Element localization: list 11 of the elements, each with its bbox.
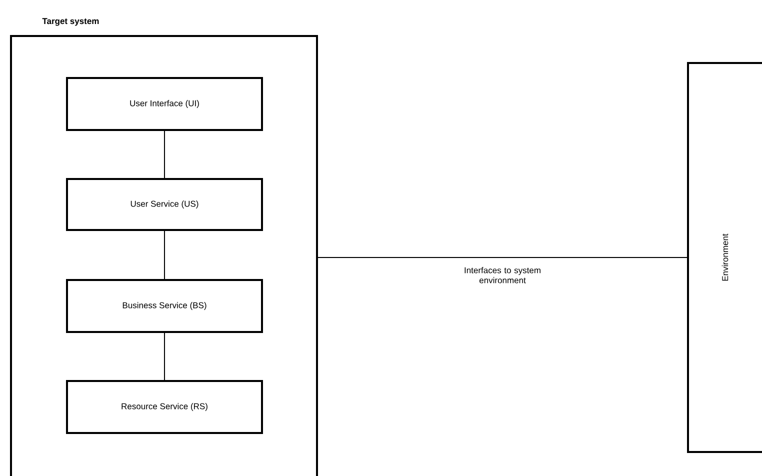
connector-line [164, 332, 165, 380]
connector-line [164, 230, 165, 280]
layer-box: Business Service (BS) [66, 279, 263, 333]
connector-line [164, 130, 165, 178]
layer-box: User Interface (UI) [66, 77, 263, 131]
node-label: Target system [42, 18, 99, 26]
layer-box: User Service (US) [66, 178, 263, 231]
environment-box: Environment [687, 62, 762, 453]
layer-box: Resource Service (RS) [66, 380, 263, 434]
edge-label: Interfaces to system environment [464, 267, 540, 284]
connector-line [318, 257, 688, 258]
